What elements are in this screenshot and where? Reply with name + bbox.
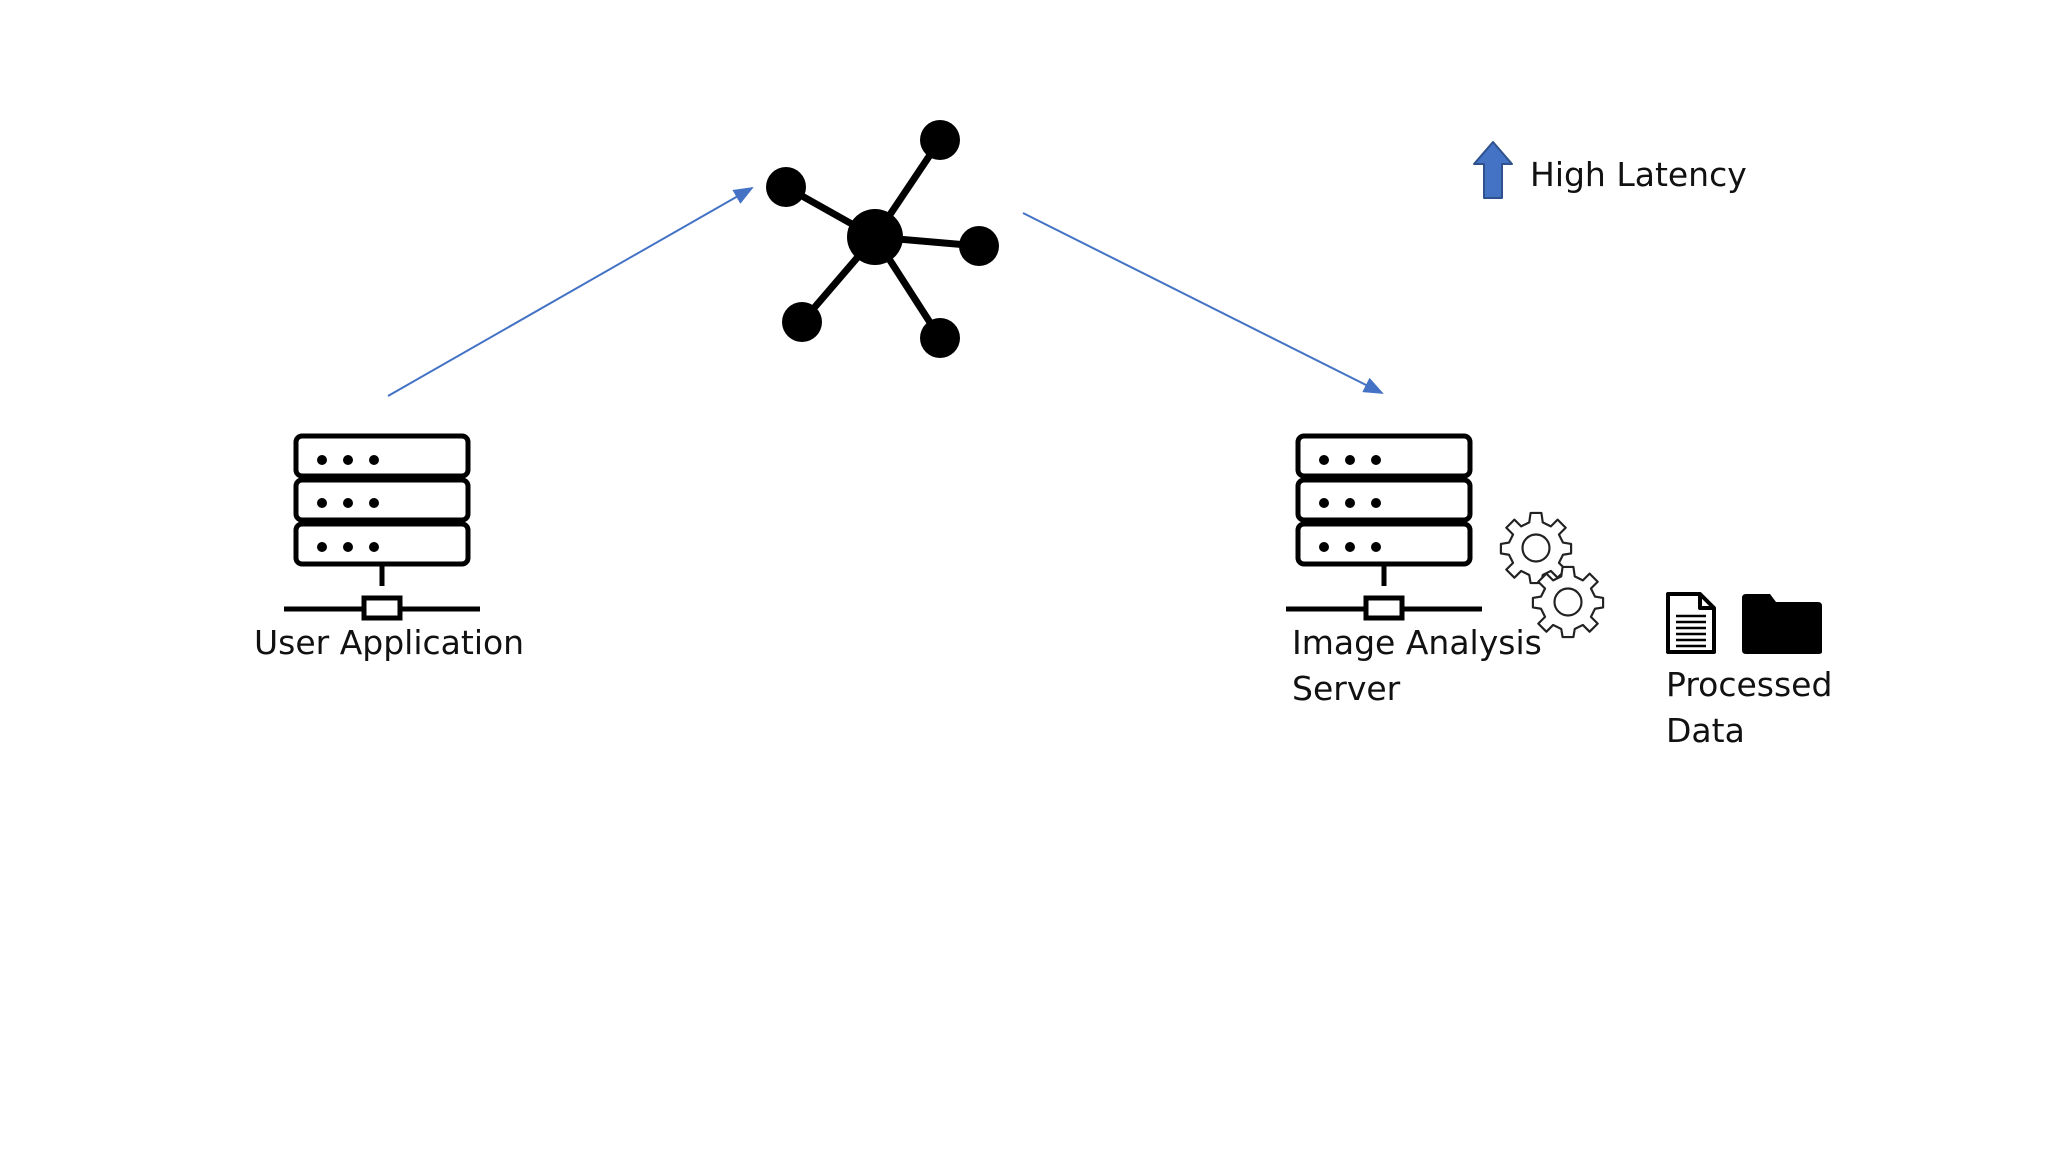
processed-data-line1: Processed: [1666, 665, 1833, 704]
gears-icon: [1499, 511, 1605, 639]
image-analysis-server-line2: Server: [1292, 669, 1401, 708]
high-latency-text: High Latency: [1530, 155, 1747, 194]
folder-icon: [1742, 594, 1822, 654]
up-arrow-icon: [1473, 141, 1513, 199]
server-icon: [284, 433, 480, 621]
edge-network-to-server: [1022, 212, 1384, 394]
server-icon: [1286, 433, 1482, 621]
document-icon: [1666, 592, 1716, 654]
high-latency-legend: High Latency: [1530, 152, 1747, 198]
image-analysis-server-line1: Image Analysis: [1292, 623, 1542, 662]
processed-data-line2: Data: [1666, 711, 1745, 750]
processed-data-label: Processed Data: [1666, 662, 1832, 754]
network-hub-icon: [766, 120, 999, 358]
image-analysis-server-label: Image Analysis Server: [1292, 620, 1542, 712]
edge-user-to-network: [387, 187, 754, 397]
user-application-label: User Application: [254, 620, 524, 666]
user-application-text: User Application: [254, 623, 525, 662]
